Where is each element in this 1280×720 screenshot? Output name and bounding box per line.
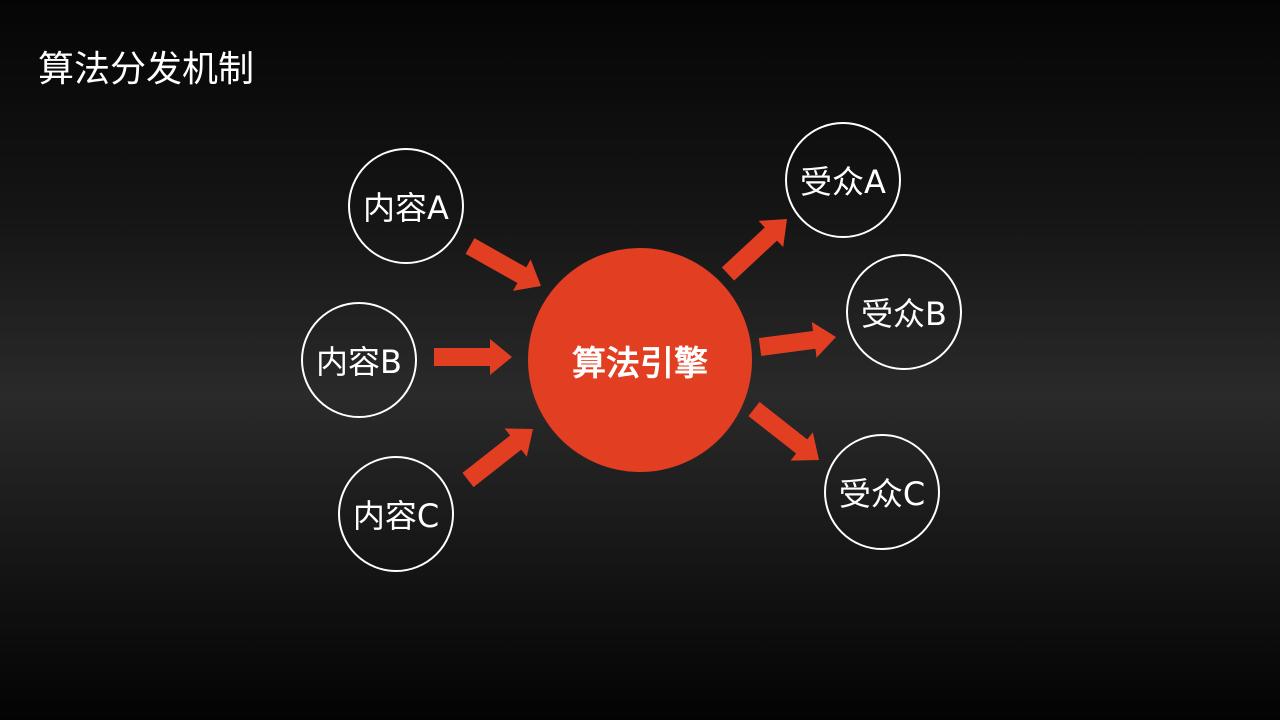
audience-a-node: 受众A	[785, 122, 901, 238]
arrow-engine-to-audience-c	[748, 401, 820, 461]
slide-title: 算法分发机制	[38, 49, 255, 90]
audience-b-node: 受众B	[846, 254, 962, 370]
arrow-engine-to-audience-b	[758, 322, 837, 358]
audience-c-node: 受众C	[824, 434, 940, 550]
arrow-content-b-to-engine	[434, 339, 512, 375]
content-c-node: 内容C	[338, 456, 454, 572]
arrow-content-c-to-engine	[462, 428, 534, 488]
algorithm-engine-node: 算法引擎	[528, 248, 752, 472]
content-b-node: 内容B	[301, 302, 417, 418]
arrow-content-a-to-engine	[465, 238, 542, 291]
content-a-node: 内容A	[348, 148, 464, 264]
arrow-engine-to-audience-a	[721, 218, 788, 281]
